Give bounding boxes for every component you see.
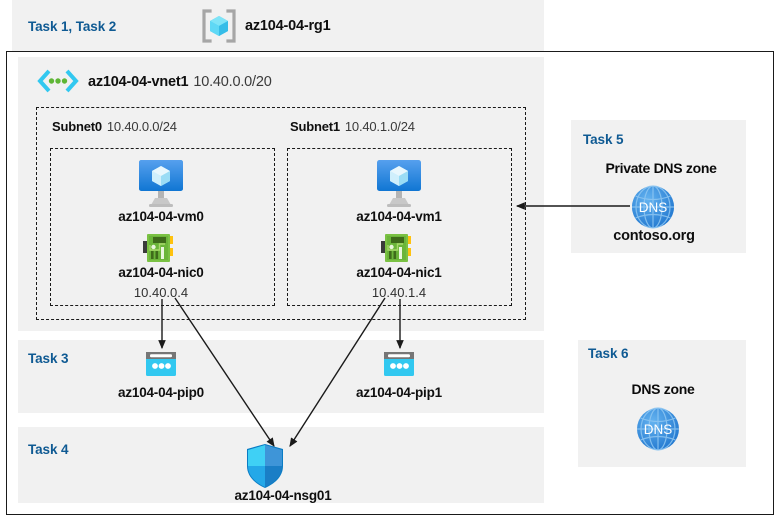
pip1-name: az104-04-pip1 — [356, 385, 442, 400]
public-ip-address-icon — [142, 350, 180, 380]
nic0-ip: 10.40.0.4 — [133, 285, 189, 300]
vnet-cidr: 10.40.0.0/20 — [193, 74, 272, 90]
subnets-container — [36, 107, 526, 320]
dns-globe-icon: DNS — [635, 406, 681, 452]
subnet1-title: Subnet1 10.40.1.0/24 — [290, 119, 415, 134]
svg-text:DNS: DNS — [639, 200, 668, 215]
svg-text:DNS: DNS — [644, 422, 673, 437]
public-ip-panel — [18, 340, 544, 413]
network-security-group-shield-icon — [243, 442, 287, 490]
task-label-3: Task 3 — [28, 351, 69, 366]
vm1-name: az104-04-vm1 — [356, 209, 442, 224]
task-label-1-2: Task 1, Task 2 — [28, 19, 117, 34]
resource-group-cube-icon — [200, 7, 238, 45]
private-dns-zone-name: contoso.org — [613, 228, 695, 244]
nic1-name: az104-04-nic1 — [356, 265, 442, 280]
subnet0-name: Subnet0 — [52, 119, 102, 134]
task-label-6: Task 6 — [588, 346, 629, 361]
public-ip-address-icon — [380, 350, 418, 380]
dns-globe-icon: DNS — [630, 184, 676, 230]
private-dns-zone-title: Private DNS zone — [605, 160, 717, 176]
virtual-machine-icon — [371, 157, 427, 209]
subnet1-name: Subnet1 — [290, 119, 340, 134]
virtual-network-icon — [36, 68, 80, 94]
nic0-name: az104-04-nic0 — [118, 265, 204, 280]
subnet0-cidr: 10.40.0.0/24 — [106, 119, 177, 134]
public-dns-zone-title: DNS zone — [631, 381, 695, 397]
subnet1-cidr: 10.40.1.0/24 — [344, 119, 415, 134]
resource-group-header-panel — [12, 0, 544, 51]
nsg-name: az104-04-nsg01 — [234, 488, 332, 503]
vm0-name: az104-04-vm0 — [118, 209, 204, 224]
resource-group-name: az104-04-rg1 — [245, 18, 331, 34]
task-label-4: Task 4 — [28, 442, 69, 457]
network-interface-icon — [379, 231, 419, 265]
task-label-5: Task 5 — [583, 132, 624, 147]
nic1-ip: 10.40.1.4 — [371, 285, 427, 300]
subnet0-title: Subnet0 10.40.0.0/24 — [52, 119, 177, 134]
pip0-name: az104-04-pip0 — [118, 385, 204, 400]
network-interface-icon — [141, 231, 181, 265]
vnet-name: az104-04-vnet1 — [88, 74, 189, 90]
virtual-machine-icon — [133, 157, 189, 209]
vnet-panel — [18, 57, 544, 331]
